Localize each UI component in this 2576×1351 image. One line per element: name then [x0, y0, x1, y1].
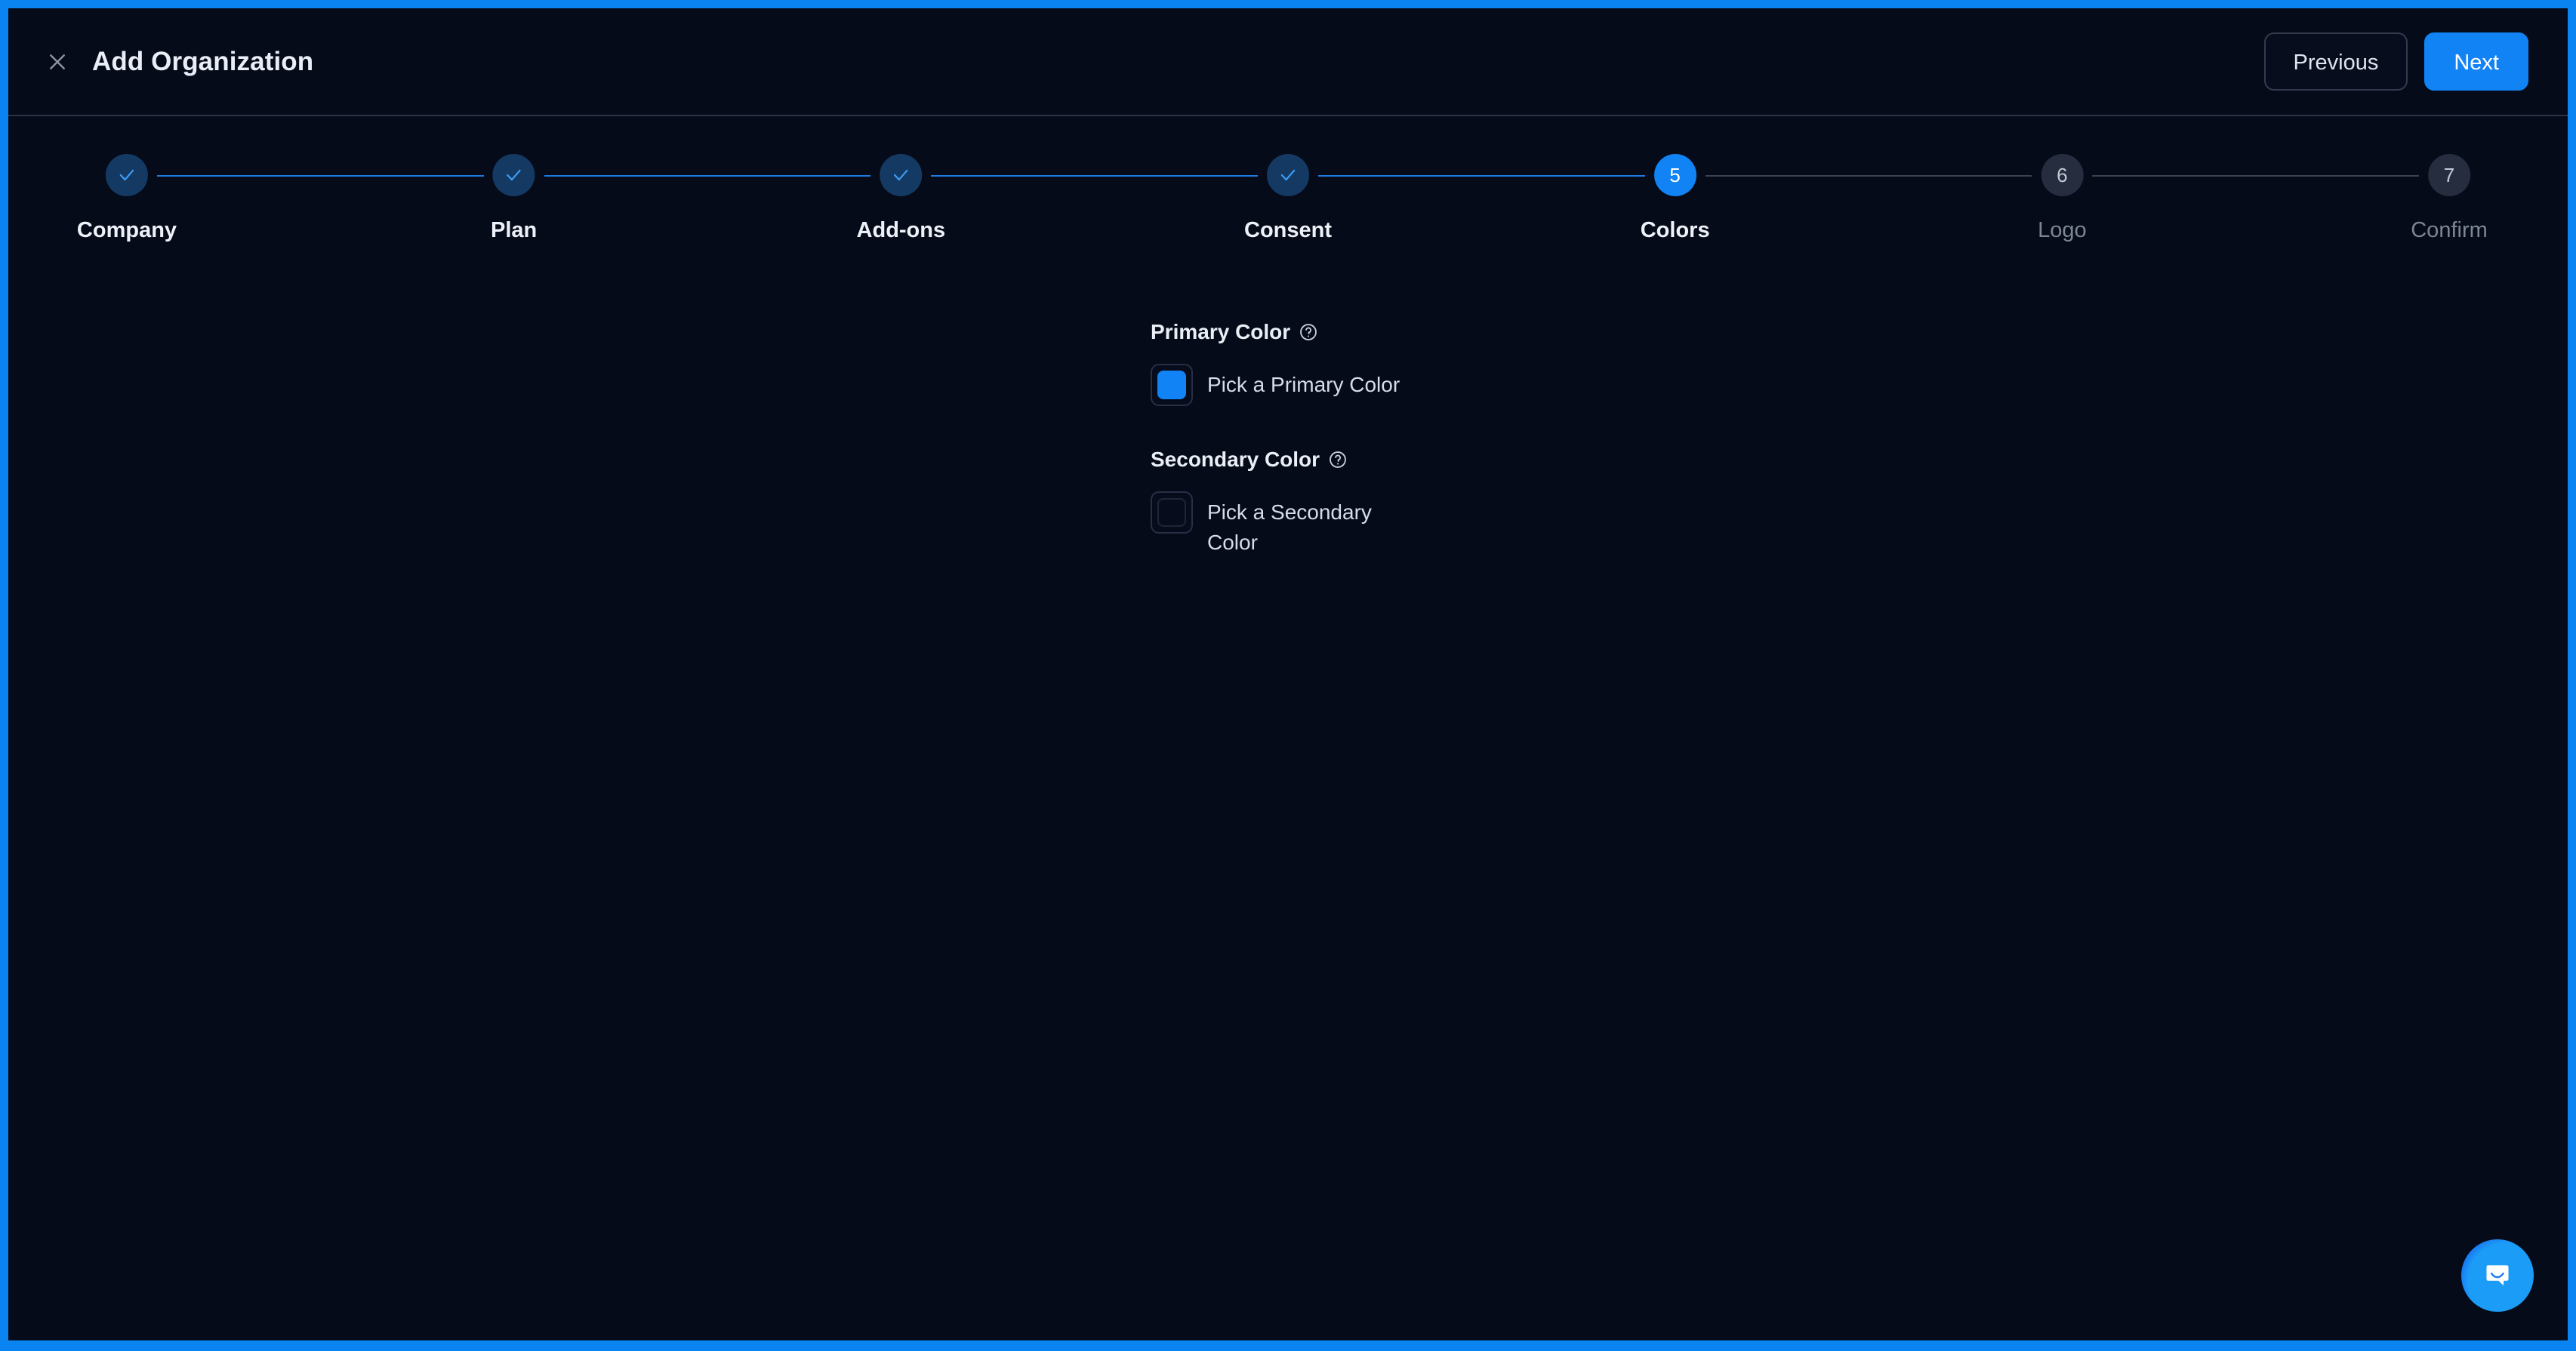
primary-color-action-text[interactable]: Pick a Primary Color [1207, 373, 1400, 396]
secondary-color-field: Secondary Color Pi [1151, 448, 1475, 558]
primary-color-picker-row[interactable]: Pick a Primary Color [1151, 364, 1475, 406]
step-check-icon [492, 154, 535, 196]
stepper-step-label: Confirm [2411, 218, 2488, 242]
header-actions: Previous Next [2263, 32, 2528, 91]
close-icon[interactable] [42, 46, 73, 78]
modal-header: Add Organization Previous Next [8, 8, 2568, 116]
colors-form: Primary Color Pick [1151, 320, 1475, 599]
next-button[interactable]: Next [2424, 32, 2528, 91]
stepper-step-label: Add-ons [856, 218, 946, 242]
stepper-step-add-ons[interactable]: Add-ons [856, 154, 946, 243]
stepper-connector [2092, 175, 2419, 177]
help-circle-icon[interactable] [1299, 322, 1318, 342]
chat-bubble-smile-icon [2486, 1265, 2509, 1286]
stepper-step-consent[interactable]: Consent [1244, 154, 1332, 243]
step-number-badge: 5 [1653, 154, 1696, 196]
step-check-icon [880, 154, 923, 196]
step-number-badge: 6 [2041, 154, 2084, 196]
chat-launcher-button[interactable] [2461, 1239, 2534, 1312]
secondary-color-swatch[interactable] [1151, 491, 1193, 534]
primary-color-label-row: Primary Color [1151, 320, 1475, 344]
primary-color-label: Primary Color [1151, 320, 1291, 343]
secondary-color-label-row: Secondary Color [1151, 448, 1475, 472]
secondary-color-picker-row[interactable]: Pick a Secondary Color [1151, 491, 1475, 558]
modal-surface: Add Organization Previous Next Company Pl… [8, 8, 2568, 1340]
help-circle-icon[interactable] [1328, 450, 1348, 469]
stepper-step-company[interactable]: Company [77, 154, 177, 243]
header-left-group: Add Organization [42, 46, 313, 78]
stepper-step-plan[interactable]: Plan [491, 154, 537, 243]
stepper-step-label: Logo [2038, 218, 2087, 242]
page-title: Add Organization [92, 46, 314, 76]
secondary-color-swatch-fill [1157, 498, 1186, 527]
stepper-step-label: Plan [491, 218, 538, 242]
primary-color-swatch[interactable] [1151, 364, 1193, 406]
stepper-connector [1318, 175, 1645, 177]
stepper-step-label: Company [76, 218, 177, 242]
stepper-connector [1705, 175, 2032, 177]
secondary-color-action-text[interactable]: Pick a Secondary Color [1207, 500, 1372, 554]
stepper-step-label: Consent [1244, 218, 1332, 242]
stepper-step-label: Colors [1640, 218, 1710, 242]
previous-button[interactable]: Previous [2263, 32, 2408, 91]
secondary-color-label: Secondary Color [1151, 448, 1320, 471]
primary-color-swatch-fill [1157, 371, 1186, 399]
primary-color-field: Primary Color Pick [1151, 320, 1475, 406]
stepper-connector [544, 175, 871, 177]
step-number-badge: 7 [2427, 154, 2470, 196]
stepper-connector [931, 175, 1258, 177]
modal-body: Primary Color Pick [8, 267, 2568, 1340]
step-check-icon [105, 154, 148, 196]
stepper-connector [157, 175, 484, 177]
step-check-icon [1267, 154, 1309, 196]
